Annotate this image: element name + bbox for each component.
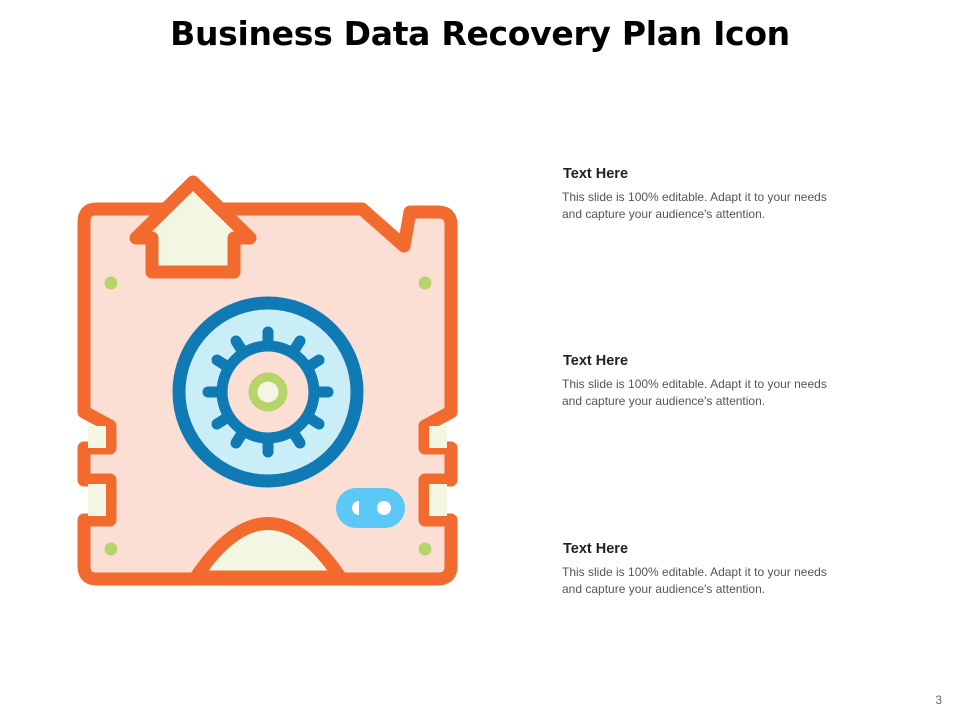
bottom-arc (189, 517, 347, 584)
text-block-2: Text Here This slide is 100% editable. A… (562, 353, 862, 409)
indicator-pill (336, 488, 405, 528)
slide-title: Business Data Recovery Plan Icon (170, 14, 790, 53)
text-block-3: Text Here This slide is 100% editable. A… (562, 541, 862, 597)
indicator-led-right (377, 501, 391, 515)
text-block-heading: Text Here (563, 541, 629, 557)
page-number: 3 (935, 693, 942, 707)
right-notch-bottom (429, 484, 447, 516)
text-block-body: This slide is 100% editable. Adapt it to… (562, 377, 827, 408)
text-block-1: Text Here This slide is 100% editable. A… (562, 166, 862, 222)
text-block-heading: Text Here (563, 166, 629, 182)
hard-drive-recovery-icon (77, 175, 458, 586)
indicator-led-left (352, 501, 359, 515)
text-block-body: This slide is 100% editable. Adapt it to… (562, 565, 827, 596)
screw-top-left (104, 276, 118, 290)
hub (248, 372, 288, 412)
upload-arrow (129, 175, 257, 279)
screw-bottom-left (104, 542, 118, 556)
left-notch-bottom (88, 484, 106, 516)
text-block-body: This slide is 100% editable. Adapt it to… (562, 190, 827, 221)
right-notch-top (429, 426, 447, 448)
screw-bottom-right (418, 542, 432, 556)
screw-top-right (418, 276, 432, 290)
left-notch-top (88, 426, 106, 448)
text-block-heading: Text Here (563, 353, 629, 369)
